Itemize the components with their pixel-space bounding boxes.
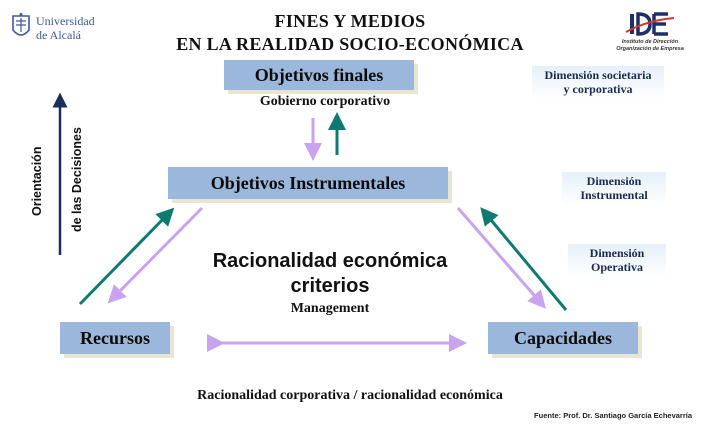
management-label: Management [290,301,370,316]
ide-subtitle-1: Instituto de Dirección [621,39,679,45]
logo-line-1: Universidad [36,14,95,28]
arrow-instr-to-recursos [107,206,204,304]
page-title-line-1: FINES Y MEDIOS [274,11,426,31]
dimension-operativa-line-2: Operativa [591,260,643,274]
racionalidad-label-line-2: criterios [290,275,370,297]
arrow-recursos-to-instr [78,207,175,306]
ide-subtitle-2: Organización de Empresa [616,46,684,52]
dimension-instrumental-line-1: Dimensión [586,174,642,188]
orientation-label-line-1: Orientación [30,146,44,216]
arrow-instr-to-capacidades [456,207,546,309]
objetivos-instrumentales-box: Objetivos Instrumentales [168,167,448,199]
orientation-label-line-2: de las Decisiones [70,127,84,232]
arrow-capacidades-to-instr [480,207,568,311]
crest-icon [12,13,30,36]
dimension-societaria-line-1: Dimensión societaria [544,68,652,82]
dimension-instrumental-line-2: Instrumental [580,188,648,202]
dimension-operativa-line-1: Dimensión [589,246,645,260]
racionalidad-label-line-1: Racionalidad económica [212,250,448,272]
universidad-alcala-logo: Universidad de Alcalá [10,12,110,46]
source-credit: Fuente: Prof. Dr. Santiago García Echeva… [534,411,692,420]
gobierno-corporativo-label: Gobierno corporativo [259,94,391,109]
ide-logo: Instituto de Dirección Organización de E… [604,10,696,56]
capacidades-box: Capacidades [488,322,638,354]
objetivos-finales-box: Objetivos finales [224,60,414,90]
ide-mark-icon [625,12,675,36]
logo-line-2: de Alcalá [36,28,81,42]
footer-caption: Racionalidad corporativa / racionalidad … [197,388,503,403]
dimension-operativa-box: Dimensión Operativa [568,244,666,278]
page-title-line-2: EN LA REALIDAD SOCIO-ECONÓMICA [176,34,524,54]
dimension-instrumental-box: Dimensión Instrumental [562,172,666,206]
dimension-societaria-box: Dimensión societaria y corporativa [532,66,664,100]
dimension-societaria-line-2: y corporativa [563,82,633,96]
recursos-box: Recursos [60,322,170,354]
